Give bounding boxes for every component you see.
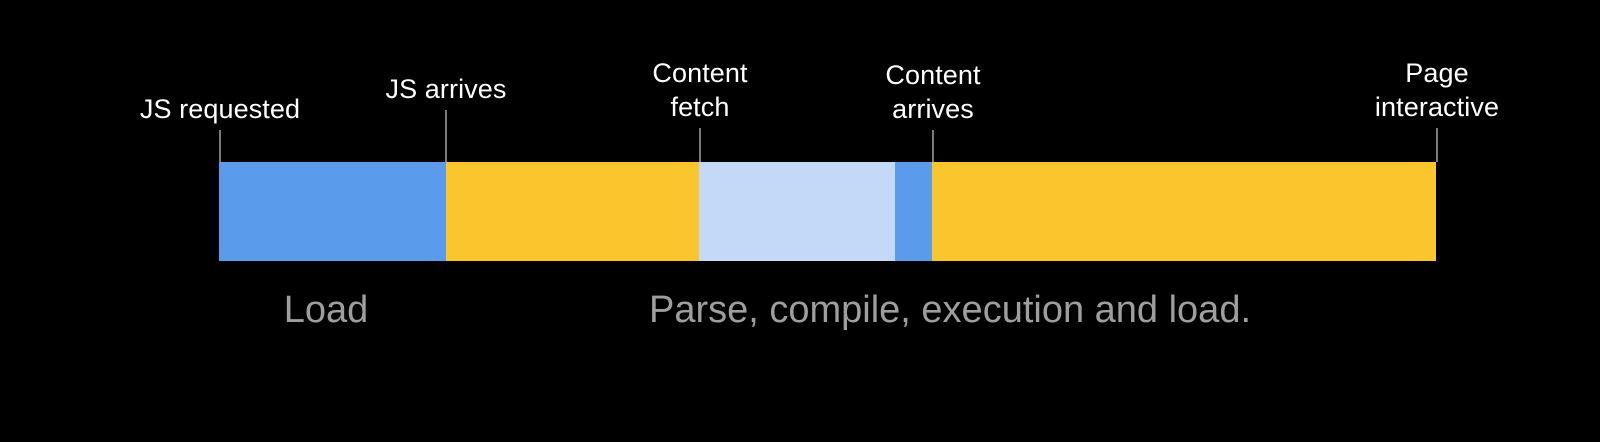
bar-segment-content-fetch bbox=[699, 162, 895, 261]
milestone-label-page-interactive: Page interactive bbox=[1374, 58, 1500, 122]
bar-segment-content-load bbox=[895, 162, 932, 261]
milestone-js-arrives: JS arrives bbox=[385, 0, 506, 162]
milestone-tick-content-fetch bbox=[699, 128, 701, 162]
bar-segment-load bbox=[219, 162, 446, 261]
milestone-page-interactive: Page interactive bbox=[1375, 0, 1499, 162]
milestone-label-js-requested: JS requested bbox=[139, 94, 301, 124]
timeline-bar bbox=[219, 162, 1436, 261]
milestone-label-content-fetch: Content fetch bbox=[652, 58, 748, 122]
milestone-js-requested: JS requested bbox=[140, 0, 300, 162]
milestone-label-content-arrives: Content arrives bbox=[885, 60, 981, 124]
bar-segment-parse-compile-2 bbox=[932, 162, 1436, 261]
milestone-tick-js-requested bbox=[219, 130, 221, 162]
milestone-content-fetch: Content fetch bbox=[652, 0, 748, 162]
milestone-tick-content-arrives bbox=[932, 130, 934, 162]
parse-caption: Parse, compile, execution and load. bbox=[648, 289, 1252, 331]
load-caption: Load bbox=[283, 289, 369, 331]
milestone-tick-js-arrives bbox=[445, 110, 447, 162]
bar-segment-parse-compile-1 bbox=[446, 162, 699, 261]
milestone-tick-page-interactive bbox=[1436, 128, 1438, 162]
milestone-content-arrives: Content arrives bbox=[885, 0, 981, 162]
milestone-label-js-arrives: JS arrives bbox=[385, 74, 507, 104]
